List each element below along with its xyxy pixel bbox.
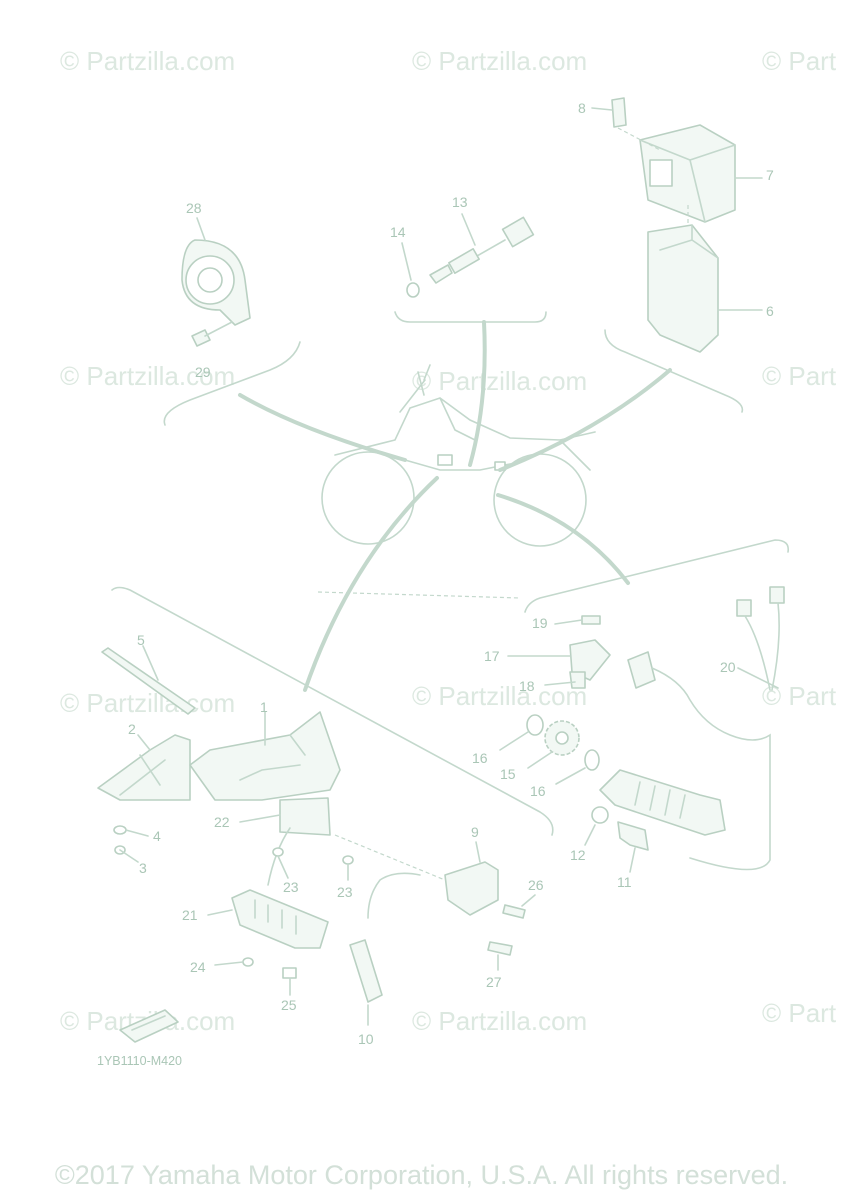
bolt-part-27 xyxy=(487,941,513,971)
watermark: © Partzilla.com xyxy=(412,46,587,76)
callout-number: 20 xyxy=(720,659,736,675)
housing-part-1 xyxy=(189,711,341,801)
callout-number: 15 xyxy=(500,766,516,782)
callout-number: 14 xyxy=(390,224,406,240)
faint-annotation xyxy=(317,591,521,599)
group-bracket-lower-right xyxy=(524,539,790,613)
bolt-part-19 xyxy=(554,615,601,625)
sensor-lead-part-13 xyxy=(429,213,535,284)
callout-number: 16 xyxy=(472,750,488,766)
callout-number: 3 xyxy=(139,860,147,876)
watermark: © Partzilla.com xyxy=(60,46,235,76)
callout-number: 29 xyxy=(195,364,211,380)
rod-part-5 xyxy=(101,645,196,715)
leader-line xyxy=(238,393,407,462)
cdi-unit-part-6 xyxy=(647,205,763,353)
washer-part-12 xyxy=(584,806,609,846)
lead-part-18 xyxy=(544,681,576,686)
bracket-part-7 xyxy=(639,124,763,223)
copyright-notice: ©2017 Yamaha Motor Corporation, U.S.A. A… xyxy=(54,1160,789,1190)
watermark: © Part xyxy=(762,998,837,1028)
callout-number: 7 xyxy=(766,167,774,183)
watermark: © Partzilla.com xyxy=(412,366,587,396)
leader-line xyxy=(468,320,487,467)
crankshaft xyxy=(599,769,726,836)
group-bracket-sensor xyxy=(394,311,547,323)
callout-number: 10 xyxy=(358,1031,374,1047)
bolt-part-3 xyxy=(114,845,139,863)
callout-number: 4 xyxy=(153,828,161,844)
washer-part-16 xyxy=(555,749,600,785)
callout-number: 8 xyxy=(578,100,586,116)
callout-number: 2 xyxy=(128,721,136,737)
cover-part-2 xyxy=(97,734,191,801)
callout-number: 22 xyxy=(214,814,230,830)
washer-part-16 xyxy=(499,714,544,751)
callout-number: 5 xyxy=(137,632,145,648)
diagram-code: 1YB1110-M420 xyxy=(97,1054,182,1068)
bolt-part-26 xyxy=(502,894,536,919)
callout-number: 21 xyxy=(182,907,198,923)
screw-part-23 xyxy=(342,855,354,881)
callout-number: 27 xyxy=(486,974,502,990)
callout-number: 25 xyxy=(281,997,297,1013)
manufacturer-stamp xyxy=(119,1009,179,1043)
clamp-part-25 xyxy=(282,967,297,996)
callout-number: 19 xyxy=(532,615,548,631)
group-bracket-lower-left xyxy=(111,586,554,836)
washer-part-14 xyxy=(401,242,420,298)
callout-number: 9 xyxy=(471,824,479,840)
horn-part-28 xyxy=(181,217,251,347)
callout-number: 13 xyxy=(452,194,468,210)
group-bracket-cdi xyxy=(604,329,744,413)
callout-number: 18 xyxy=(519,678,535,694)
screw-part-24 xyxy=(214,957,254,967)
watermark: © Partzilla.com xyxy=(60,688,235,718)
group-bracket-horn xyxy=(163,341,301,426)
callout-number: 1 xyxy=(260,699,268,715)
gear-part-15 xyxy=(527,720,580,769)
watermark: © Partzilla.com xyxy=(412,1006,587,1036)
watermark: © Part xyxy=(762,46,837,76)
plug-cap-part-10 xyxy=(349,939,383,1026)
pickup-part-21 xyxy=(207,889,329,949)
harness-part-20 xyxy=(627,586,785,871)
callout-number: 17 xyxy=(484,648,500,664)
leader-line xyxy=(303,476,439,692)
watermark: © Partzilla.com xyxy=(412,681,587,711)
clip-part-8 xyxy=(591,97,661,151)
callout-number: 23 xyxy=(283,879,299,895)
callout-number: 12 xyxy=(570,847,586,863)
callout-number: 23 xyxy=(337,884,353,900)
washer-part-4 xyxy=(113,825,149,837)
callout-number: 11 xyxy=(617,874,632,890)
switch-part-11 xyxy=(617,821,649,873)
callout-number: 24 xyxy=(190,959,206,975)
callout-number: 26 xyxy=(528,877,544,893)
watermark: © Part xyxy=(762,361,837,391)
callout-number: 6 xyxy=(766,303,774,319)
ignition-coil-part-9 xyxy=(334,834,499,919)
callout-number: 28 xyxy=(186,200,202,216)
watermark: © Partzilla.com xyxy=(60,361,235,391)
callout-number: 16 xyxy=(530,783,546,799)
leader-line xyxy=(496,493,630,585)
screw-part-23 xyxy=(272,847,289,879)
leader-line xyxy=(498,368,672,472)
